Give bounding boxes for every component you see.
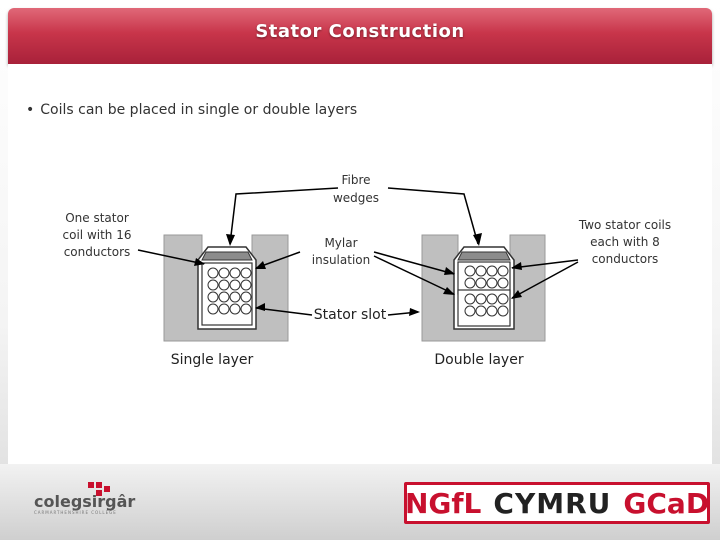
label-mylar-2: insulation <box>312 253 370 267</box>
slot-leader-left <box>255 307 313 316</box>
label-two-coils-1: Two stator coils <box>578 218 671 232</box>
mylar-leader-right-2 <box>373 255 455 295</box>
slide-header: Stator Construction <box>8 8 712 64</box>
label-stator-slot: Stator slot <box>314 307 387 323</box>
label-single-layer: Single layer <box>171 352 254 368</box>
partner-ngfl: NGfL <box>404 486 482 520</box>
partner-cymru: CYMRU <box>493 486 612 520</box>
stator-diagram: Fibre wedges One stator coil with 16 con… <box>63 173 672 368</box>
slide-title: Stator Construction <box>255 21 465 42</box>
mylar-leader-right-1 <box>373 251 455 275</box>
leader-lines <box>137 187 579 316</box>
two-coils-leader-2 <box>511 261 579 299</box>
double-conductors <box>464 265 509 317</box>
double-layer-slot <box>421 234 546 342</box>
label-one-coil-2: coil with 16 <box>63 228 132 242</box>
single-fibre-wedge <box>201 251 253 261</box>
label-two-coils-2: each with 8 <box>590 235 660 249</box>
slide-content: • Coils can be placed in single or double… <box>8 64 712 464</box>
wedge-leader-right <box>387 187 479 245</box>
two-coils-leader-1 <box>511 259 579 269</box>
college-subtitle: CARMARTHENSHIRE COLLEGE <box>34 510 117 515</box>
single-layer-slot <box>163 234 289 342</box>
partner-gcad: GCaD <box>623 486 710 520</box>
label-one-coil-3: conductors <box>64 245 131 259</box>
double-fibre-wedge <box>457 251 511 261</box>
label-two-coils-3: conductors <box>592 252 659 266</box>
college-logo-icon <box>88 482 110 496</box>
label-one-coil-1: One stator <box>65 211 129 225</box>
arrowheads <box>194 233 522 316</box>
bullet-text: Coils can be placed in single or double … <box>40 102 358 118</box>
bullet-point: • Coils can be placed in single or double… <box>26 102 357 118</box>
label-fibre-wedges-2: wedges <box>333 191 379 205</box>
one-coil-leader <box>137 249 205 265</box>
label-fibre-wedges-1: Fibre <box>341 173 370 187</box>
college-name: colegsirgâr <box>34 492 136 511</box>
partner-logo: NGfL CYMRU GCaD <box>404 482 710 524</box>
label-mylar-1: Mylar <box>324 236 357 250</box>
label-double-layer: Double layer <box>434 352 523 368</box>
bullet-dot-icon: • <box>26 102 35 118</box>
wedge-leader-left <box>229 187 339 245</box>
single-conductors <box>207 267 252 315</box>
